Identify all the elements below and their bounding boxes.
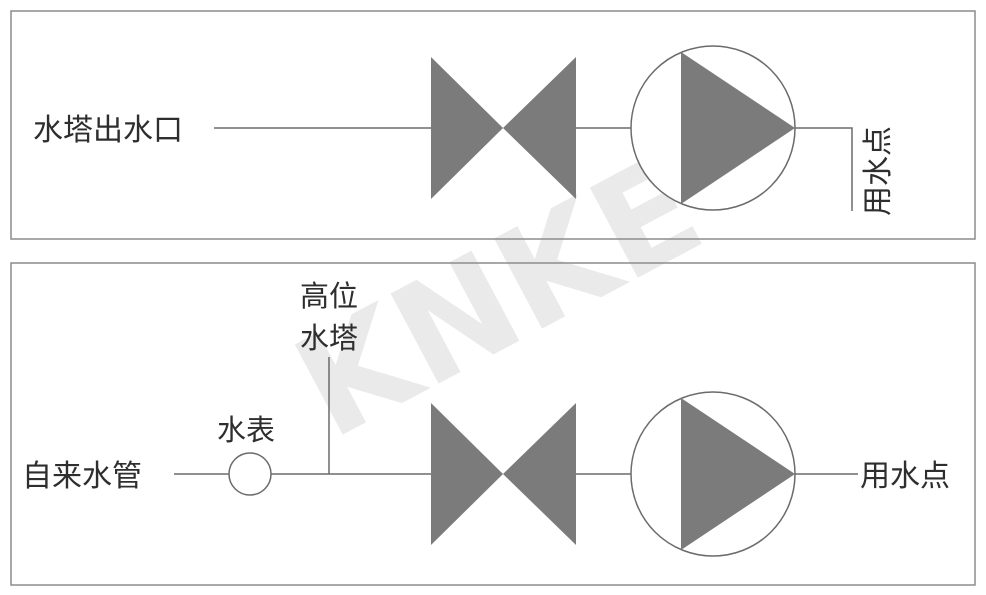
top-panel: 水塔出水口 用水点	[10, 10, 976, 240]
top-valve-icon	[431, 57, 576, 199]
bottom-source-label: 自来水管	[22, 459, 142, 494]
water-meter-icon	[228, 452, 272, 496]
top-pump-icon	[630, 45, 796, 211]
top-source-label: 水塔出水口	[33, 113, 183, 148]
top-pipe-outlet	[795, 127, 853, 211]
top-outlet-label: 用水点	[861, 126, 896, 216]
top-panel-border	[10, 10, 976, 240]
bottom-valve-icon	[431, 403, 576, 545]
bottom-outlet-label: 用水点	[860, 459, 950, 494]
bottom-panel: 自来水管 水表 高位 水塔 用水点	[10, 262, 976, 586]
bottom-pump-icon	[630, 391, 796, 557]
water-meter-label: 水表	[217, 413, 275, 447]
bottom-panel-border	[10, 262, 976, 586]
tower-label-line2: 水塔	[300, 321, 358, 355]
tower-label-line1: 高位	[300, 279, 358, 313]
